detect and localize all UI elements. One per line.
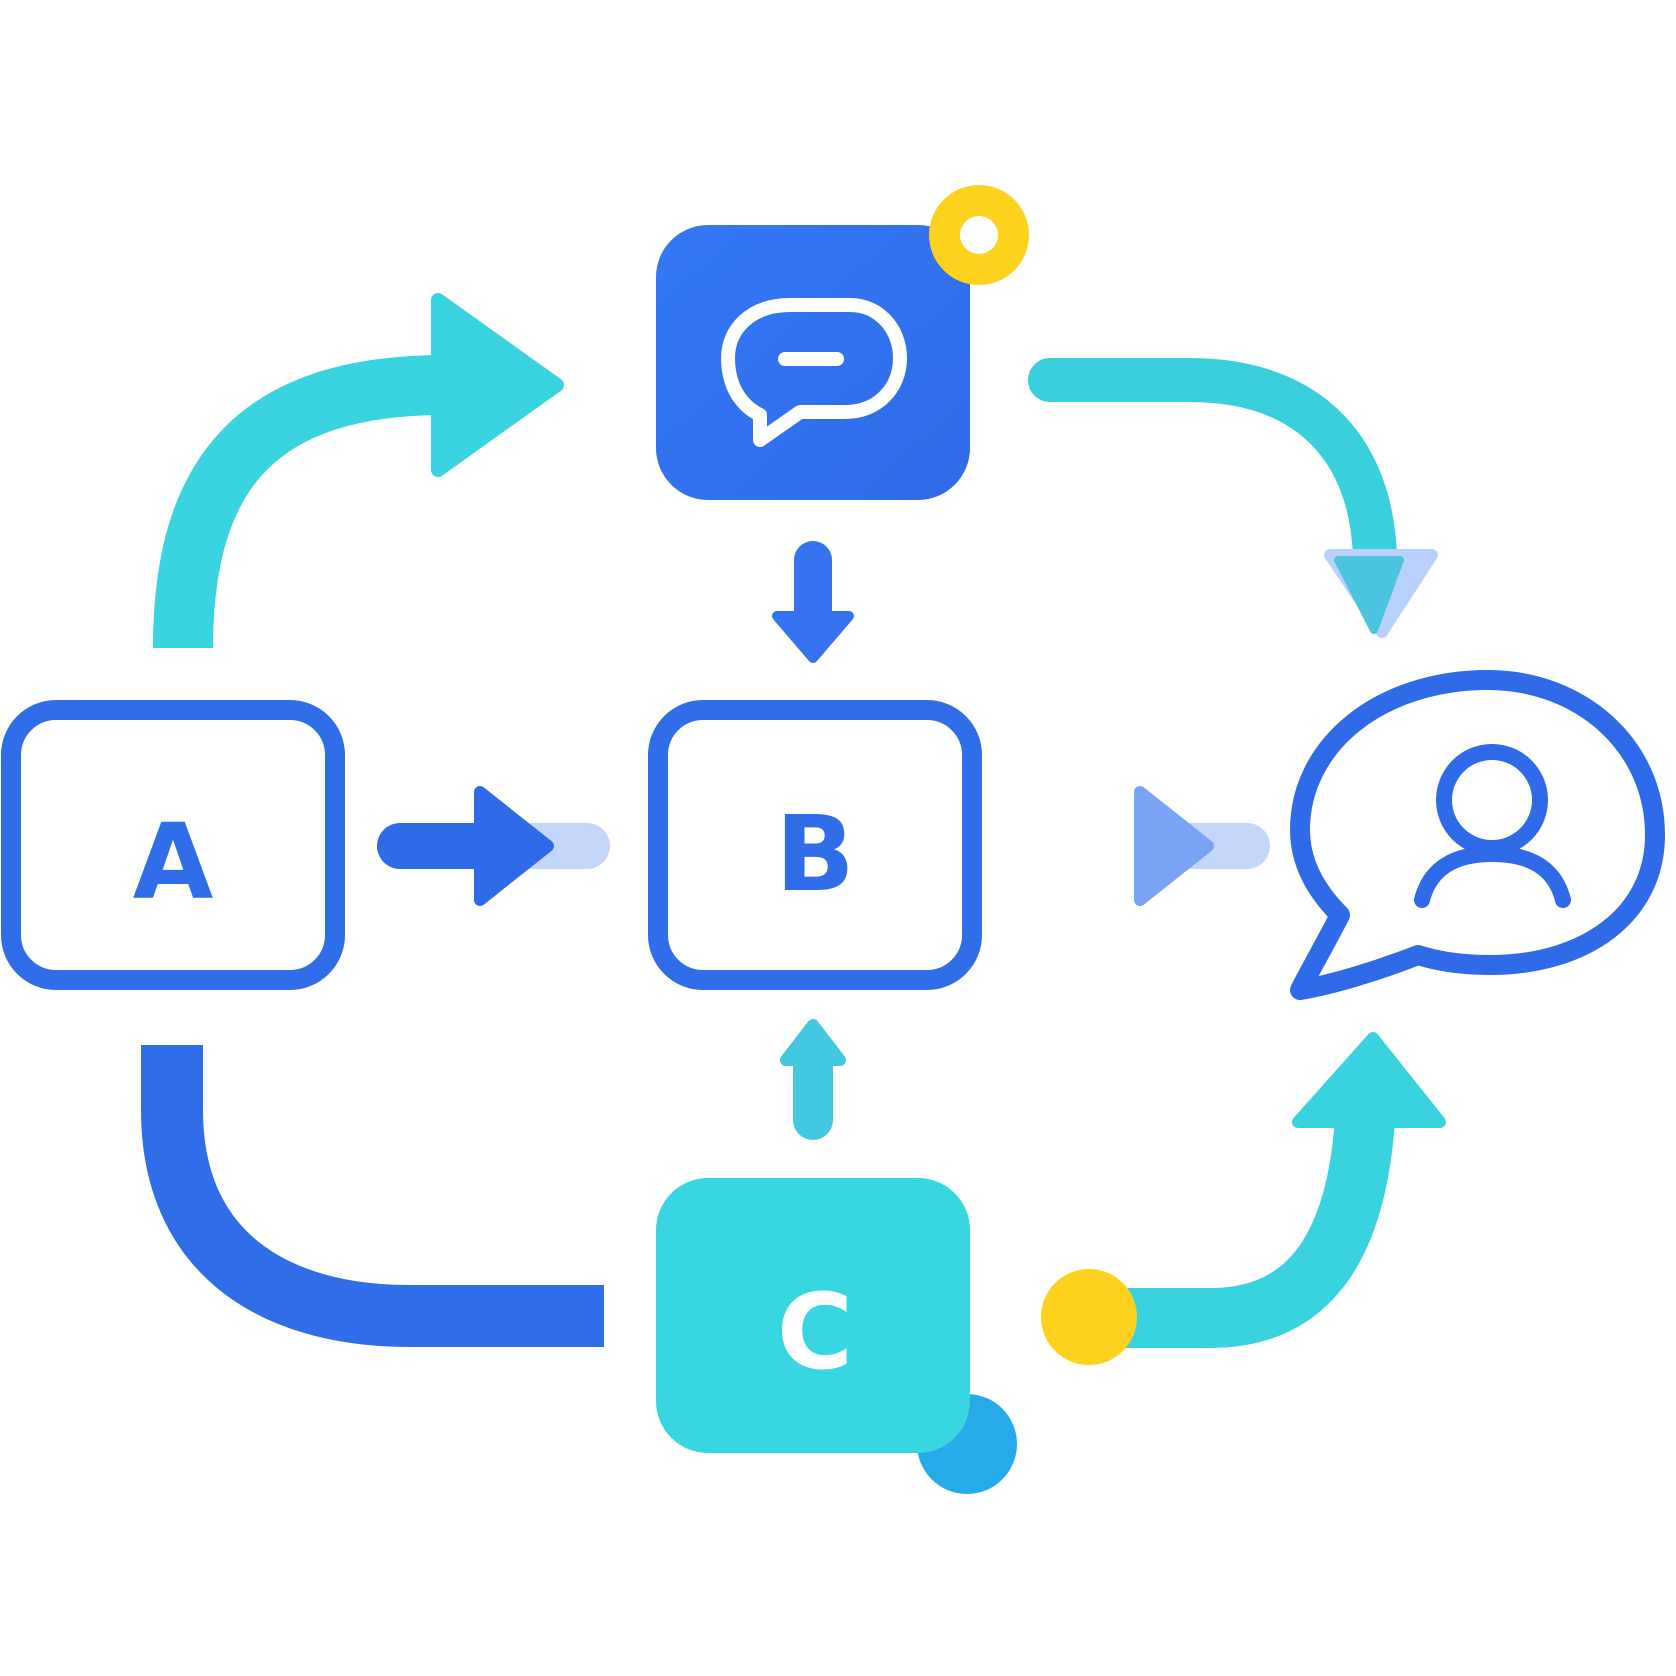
chat-bubble-icon xyxy=(721,298,907,447)
top-box xyxy=(656,185,1029,500)
node-b: B xyxy=(648,700,982,990)
arrow-c-to-b xyxy=(780,1019,846,1140)
node-b-label: B xyxy=(775,793,854,915)
arrow-a-to-c xyxy=(141,1045,604,1347)
node-c: C xyxy=(656,1178,1017,1494)
arrow-b-to-user xyxy=(1022,786,1270,906)
user-speech-bubble-icon xyxy=(1414,744,1571,908)
arrow-a-to-top xyxy=(153,293,564,649)
arrow-a-to-b xyxy=(377,786,610,906)
status-ring-icon xyxy=(929,185,1029,285)
status-dot-icon xyxy=(1041,1269,1137,1365)
node-c-label: C xyxy=(777,1271,853,1393)
arrow-top-to-b xyxy=(772,541,854,663)
arrow-top-to-user xyxy=(1028,358,1438,638)
user-speech-bubble xyxy=(1290,670,1665,1000)
node-a-label: A xyxy=(133,801,214,923)
node-a: A xyxy=(1,700,345,990)
arrow-c-to-user xyxy=(1041,1032,1446,1365)
